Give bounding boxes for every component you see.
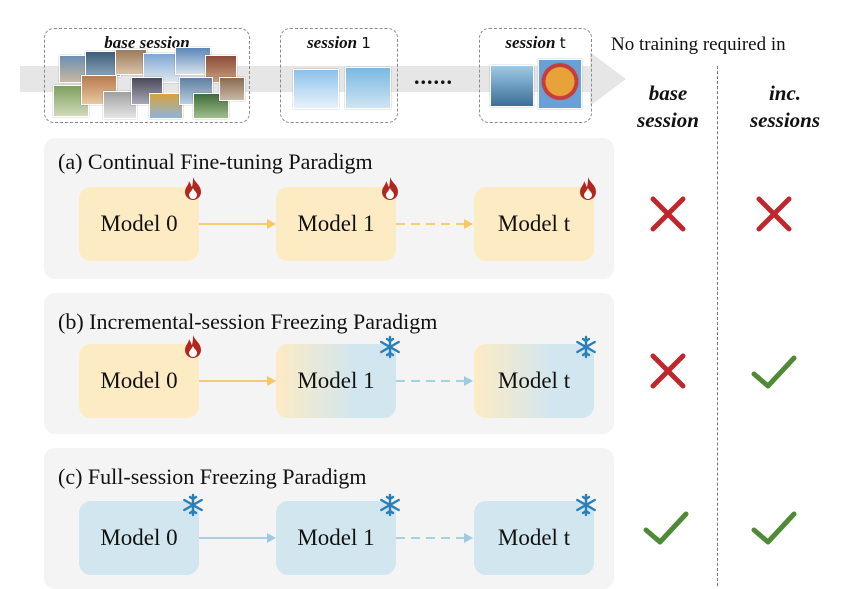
arrow-dashed — [396, 376, 473, 386]
fire-icon — [185, 177, 201, 200]
snowflake-icon — [380, 493, 400, 517]
check-icon — [751, 355, 797, 389]
cross-icon — [650, 353, 686, 389]
session-1-box: session 1 — [280, 28, 398, 123]
cross-icon — [756, 196, 792, 232]
fire-icon — [580, 177, 596, 200]
cross-icon — [650, 196, 686, 232]
fire-icon — [382, 177, 398, 200]
snowflake-icon — [183, 493, 203, 517]
col-inc-sessions-header: inc. sessions — [749, 81, 821, 132]
base-image-thumb — [115, 49, 147, 75]
airplane-image-thumb — [293, 69, 339, 109]
check-icon — [643, 511, 689, 545]
model-0-box: Model 0 — [79, 501, 199, 575]
session-1-label: session — [307, 33, 358, 52]
session-1-index: 1 — [361, 34, 371, 52]
base-image-thumb — [103, 91, 137, 119]
ship-image-thumb — [490, 65, 534, 107]
panel-c-title: (c) Full-session Freezing Paradigm — [58, 464, 367, 489]
model-1-box: Model 1 — [276, 501, 396, 575]
arrow-dashed — [396, 533, 473, 543]
model-t-box: Model t — [474, 187, 594, 261]
model-0-box: Model 0 — [79, 187, 199, 261]
balloon-image-thumb — [538, 59, 582, 109]
panel-a-title: (a) Continual Fine-tuning Paradigm — [58, 149, 373, 174]
snowflake-icon — [380, 335, 400, 359]
session-t-index: t — [559, 34, 566, 52]
snowflake-icon — [576, 493, 596, 517]
base-session-box: base session — [44, 28, 250, 123]
no-training-header: No training required in — [611, 34, 786, 55]
snowflake-icon — [576, 335, 596, 359]
column-divider — [717, 66, 718, 586]
fire-icon — [185, 335, 201, 358]
model-1-box: Model 1 — [276, 187, 396, 261]
model-1-box: Model 1 — [276, 344, 396, 418]
model-t-box: Model t — [474, 344, 594, 418]
session-t-box: session t — [479, 28, 592, 123]
airplane-image-thumb — [345, 67, 391, 109]
model-0-box: Model 0 — [79, 344, 199, 418]
arrow-solid — [199, 376, 276, 386]
panel-b-title: (b) Incremental-session Freezing Paradig… — [58, 309, 438, 334]
sessions-ellipsis: ...... — [414, 64, 453, 89]
arrow-dashed — [396, 219, 473, 229]
base-image-thumb — [149, 93, 183, 119]
base-image-thumb — [219, 77, 245, 101]
session-t-label: session — [505, 33, 556, 52]
arrow-solid — [199, 533, 276, 543]
col-base-session-header: base session — [637, 81, 699, 132]
model-t-box: Model t — [474, 501, 594, 575]
arrow-solid — [199, 219, 276, 229]
check-icon — [751, 511, 797, 545]
base-session-label: base session — [104, 33, 190, 52]
